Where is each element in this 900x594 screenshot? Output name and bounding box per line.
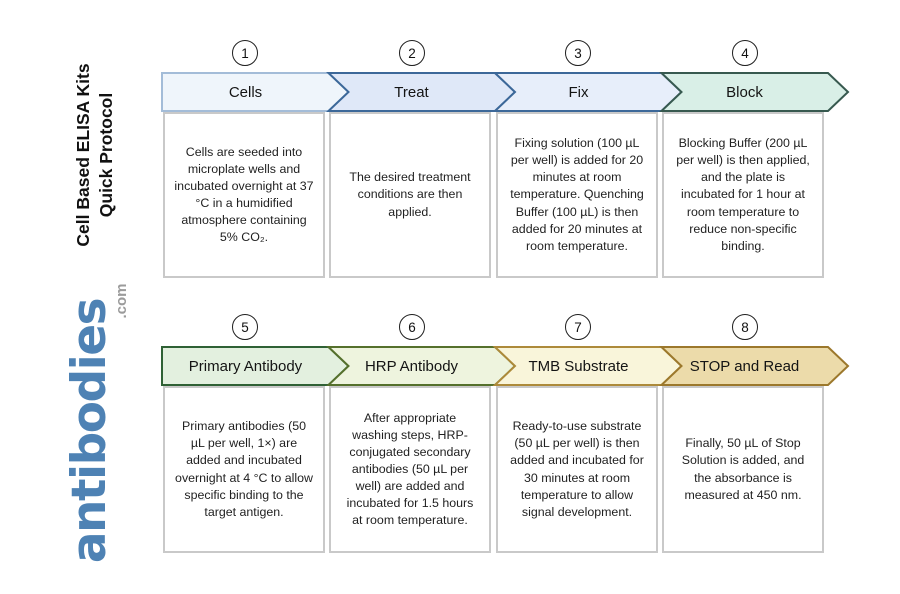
step-number: 1 — [241, 45, 249, 61]
description-box-cells: Cells are seeded into microplate wells a… — [163, 112, 325, 278]
description-box-fix: Fixing solution (100 µL per well) is add… — [496, 112, 658, 278]
description-box-treat: The desired treatment conditions are the… — [329, 112, 491, 278]
step-number: 8 — [741, 319, 749, 335]
description-text: Blocking Buffer (200 µL per well) is the… — [676, 136, 810, 253]
arrow-shape-primary-antibody — [161, 346, 350, 386]
vertical-title-line2: Quick Protocol — [96, 92, 116, 218]
step-number: 6 — [408, 319, 416, 335]
description-box-block: Blocking Buffer (200 µL per well) is the… — [662, 112, 824, 278]
step-number: 3 — [574, 45, 582, 61]
description-box-tmb-substrate: Ready-to-use substrate (50 µL per well) … — [496, 386, 658, 553]
step-circle-3: 3 — [565, 40, 591, 66]
description-text: Finally, 50 µL of Stop Solution is added… — [681, 436, 805, 502]
step-number: 7 — [574, 319, 582, 335]
step-circle-2: 2 — [399, 40, 425, 66]
step-number: 5 — [241, 319, 249, 335]
step-circle-7: 7 — [565, 314, 591, 340]
description-text: The desired treatment conditions are the… — [349, 170, 471, 219]
description-text: Primary antibodies (50 µL per well, 1×) … — [175, 419, 313, 519]
step-circle-4: 4 — [732, 40, 758, 66]
arrow-shape-tmb-substrate — [492, 346, 683, 386]
arrow-shape-cells — [161, 72, 350, 112]
description-box-stop-and-read: Finally, 50 µL of Stop Solution is added… — [662, 386, 824, 553]
arrow-shape-fix — [492, 72, 683, 112]
arrow-shape-treat — [325, 72, 517, 112]
vertical-title-line1: Cell Based ELISA Kits — [72, 63, 93, 247]
arrow-row-1 — [161, 72, 850, 112]
description-text: Ready-to-use substrate (50 µL per well) … — [510, 419, 644, 519]
step-circle-5: 5 — [232, 314, 258, 340]
description-box-primary-antibody: Primary antibodies (50 µL per well, 1×) … — [163, 386, 325, 553]
arrow-row-2 — [161, 346, 850, 386]
description-text: After appropriate washing steps, HRP-con… — [346, 410, 474, 528]
step-circle-6: 6 — [399, 314, 425, 340]
arrow-shape-hrp-antibody — [325, 346, 517, 386]
description-text: Fixing solution (100 µL per well) is add… — [510, 136, 644, 253]
step-circle-1: 1 — [232, 40, 258, 66]
arrow-shape-block — [658, 72, 850, 112]
description-box-hrp-antibody: After appropriate washing steps, HRP-con… — [329, 386, 491, 553]
step-circle-8: 8 — [732, 314, 758, 340]
vertical-title: Cell Based ELISA Kits Quick Protocol — [67, 45, 123, 265]
antibodies-logo: antibodies — [61, 298, 117, 564]
description-text: Cells are seeded into microplate wells a… — [174, 144, 314, 245]
step-number: 4 — [741, 45, 749, 61]
logo-com-suffix: .com — [112, 283, 130, 319]
step-number: 2 — [408, 45, 416, 61]
arrow-shape-stop-and-read — [658, 346, 850, 386]
